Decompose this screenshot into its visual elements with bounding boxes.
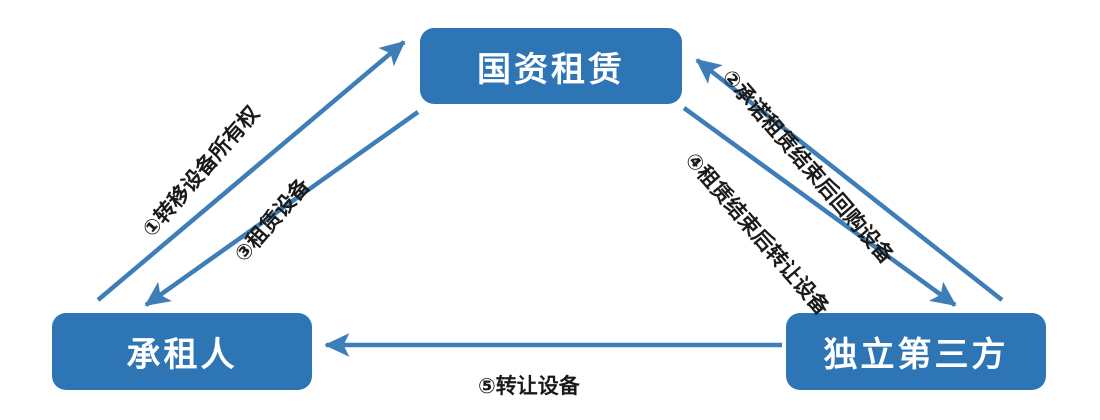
node-state-capital-leasing[interactable]: 国资租赁 bbox=[420, 28, 682, 104]
node-independent-third-party[interactable]: 独立第三方 bbox=[786, 313, 1046, 390]
edge-line-2 bbox=[695, 58, 1004, 302]
node-label: 独立第三方 bbox=[823, 335, 1009, 375]
edge-label-5: ⑤转让设备 bbox=[478, 374, 580, 398]
node-label: 承租人 bbox=[126, 335, 238, 375]
edge-line-1 bbox=[96, 40, 406, 302]
edge-line-4 bbox=[682, 106, 957, 307]
edge-line-3 bbox=[144, 110, 420, 307]
node-label: 国资租赁 bbox=[477, 49, 625, 90]
node-lessee[interactable]: 承租人 bbox=[52, 313, 312, 390]
